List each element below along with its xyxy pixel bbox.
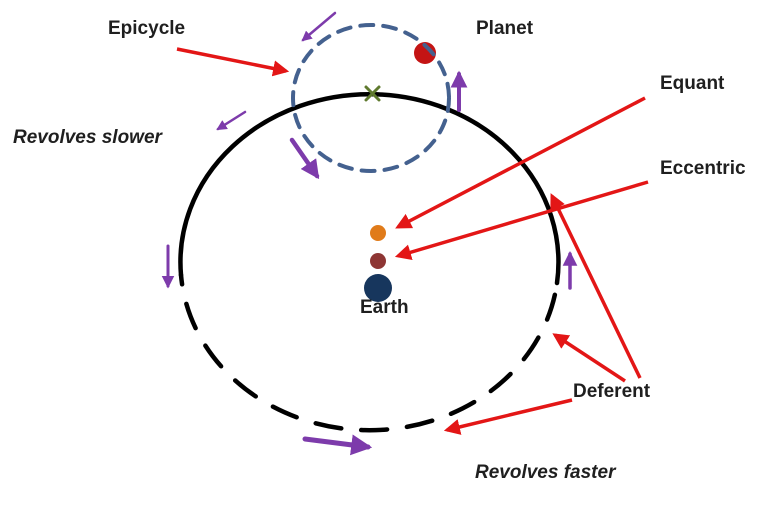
planet-dot xyxy=(414,42,436,64)
eccentric-label: Eccentric xyxy=(660,158,746,179)
deferent-pointer-arrow-right xyxy=(550,193,642,379)
annotation-arrows xyxy=(176,47,649,435)
planet-label: Planet xyxy=(476,18,534,39)
revolves-faster-label: Revolves faster xyxy=(475,462,616,483)
x-stroke-2 xyxy=(364,85,381,102)
epicycle-motion-arrow-bottom-left xyxy=(289,137,320,180)
motion-arrows xyxy=(161,11,578,456)
earth-label: Earth xyxy=(360,297,409,318)
earth-dot xyxy=(364,274,392,302)
deferent-circle-solid-arc xyxy=(178,92,561,286)
revolves-slower-label: Revolves slower xyxy=(13,127,162,148)
deferent-motion-arrow-bottom xyxy=(302,434,373,456)
epicycle-motion-arrow-top xyxy=(301,11,337,42)
epicycle-pointer-arrow xyxy=(176,47,290,77)
equant-label: Equant xyxy=(660,73,725,94)
epicycle-label: Epicycle xyxy=(108,18,186,39)
deferent-motion-arrow-upper-left xyxy=(216,110,247,131)
deferent-label: Deferent xyxy=(573,381,651,402)
eccentric-pointer-arrow xyxy=(394,180,649,261)
deferent-pointer-arrow-middle xyxy=(552,333,626,383)
epicycle-center-x-icon xyxy=(364,85,381,102)
eccentric-dot xyxy=(370,253,386,269)
equant-dot xyxy=(370,225,386,241)
epicycle-circle xyxy=(291,23,451,173)
deferent-circle-dashed-arc xyxy=(178,272,560,433)
deferent-pointer-arrow-bottom xyxy=(443,398,573,435)
equant-pointer-arrow xyxy=(395,96,646,229)
